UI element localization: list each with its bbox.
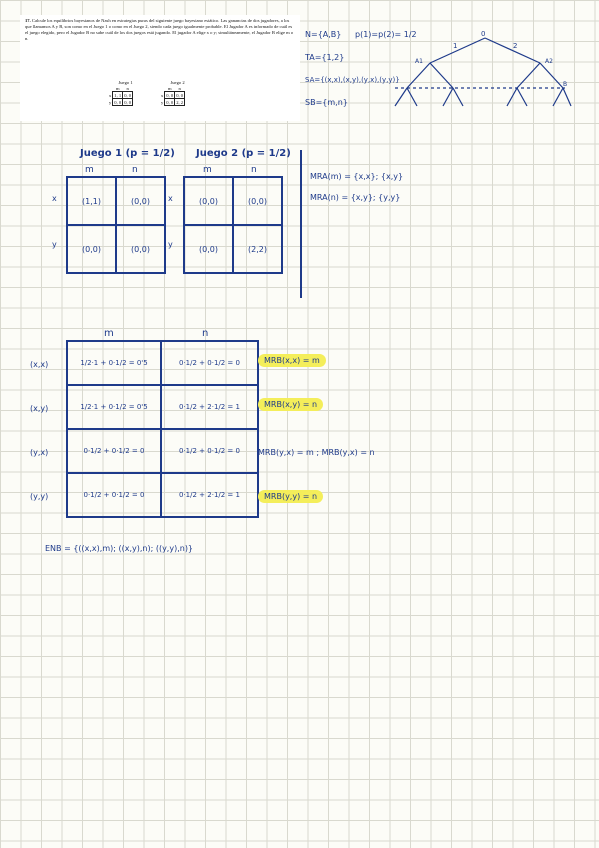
players-set: N={A,B} [305,30,342,39]
j1-cell-xm: (1,1) [66,176,117,226]
bayes-cell: 0·1/2 + 0·1/2 = 0 [66,472,162,518]
bayes-row-label: (y,y) [30,492,49,501]
game-tree: 0 1 2 A1 A2 B [394,30,572,107]
mrb-result: MRB(x,y) = n [258,398,324,411]
bayes-col-m: m [104,328,114,339]
j2-cell-xn: (0,0) [232,176,283,226]
strategies-a: SA={(x,x),(x,y),(y,x),(y,y)} [305,76,400,84]
j2-cell-ym: (0,0) [183,224,234,274]
types-set: TA={1,2} [305,53,345,62]
j2-cell-yn: (2,2) [232,224,283,274]
j2-row-y: y [168,240,173,249]
separator-line [300,150,302,298]
tree-node-a2: A2 [545,58,553,65]
bayes-row-label: (y,x) [30,448,49,457]
j2-row-x: x [168,194,173,203]
bayes-matrix: 1/2·1 + 0·1/2 = 0'5 0·1/2 + 0·1/2 = 0 1/… [66,340,259,518]
juego1-title: Juego 1 (p = 1/2) [80,148,175,159]
bayes-cell: 0·1/2 + 2·1/2 = 1 [160,384,259,430]
j1-col-m: m [85,165,94,175]
prior-probability: p(1)=p(2)= 1/2 [355,30,417,39]
tree-branch-1: 1 [453,42,457,50]
bayes-row-label: (x,x) [30,360,49,369]
j1-cell-ym: (0,0) [66,224,117,274]
bayes-cell: 1/2·1 + 0·1/2 = 0'5 [66,340,162,386]
bayes-row-label: (x,y) [30,404,49,413]
table-row: 0·1/2 + 0·1/2 = 0 0·1/2 + 0·1/2 = 0 [66,428,259,474]
j1-row-y: y [52,240,57,249]
j2-col-n: n [251,165,257,175]
j2-col-m: m [203,165,212,175]
mra-m: MRA(m) = {x,x}; {x,y} [310,172,404,181]
table-row: 1/2·1 + 0·1/2 = 0'5 0·1/2 + 0·1/2 = 0 [66,340,259,386]
juego2-matrix: (0,0)(0,0) (0,0)(2,2) [183,176,283,274]
tree-root-label: 0 [481,30,485,38]
tree-info-set: B [563,81,567,88]
bayes-cell: 0·1/2 + 0·1/2 = 0 [160,340,259,386]
j1-cell-xn: (0,0) [115,176,166,226]
tree-branch-2: 2 [513,42,517,50]
mrb-result: MRB(y,x) = m ; MRB(y,x) = n [258,448,375,457]
bayes-col-n: n [202,328,209,339]
tree-node-a1: A1 [415,58,423,65]
bayes-cell: 0·1/2 + 0·1/2 = 0 [66,428,162,474]
problem-number: 17. [25,18,31,23]
juego2-title: Juego 2 (p = 1/2) [196,148,291,159]
mrb-result: MRB(y,y) = n [258,490,324,503]
enb-result: ENB = {((x,x),m); ((x,y),n); ((y,y),n)} [45,544,194,553]
j2-cell-xm: (0,0) [183,176,234,226]
mrb-result: MRB(x,x) = m [258,354,326,367]
bayes-cell: 0·1/2 + 0·1/2 = 0 [160,428,259,474]
table-row: 0·1/2 + 0·1/2 = 0 0·1/2 + 2·1/2 = 1 [66,472,259,518]
mra-n: MRA(n) = {x,y}; {y,y} [310,193,401,202]
juego1-matrix: (1,1)(0,0) (0,0)(0,0) [66,176,166,274]
j1-cell-yn: (0,0) [115,224,166,274]
bayes-cell: 0·1/2 + 2·1/2 = 1 [160,472,259,518]
bayes-cell: 1/2·1 + 0·1/2 = 0'5 [66,384,162,430]
j1-col-n: n [132,165,138,175]
problem-text: Calcule los equilibrios bayesianos de Na… [25,18,294,41]
strategies-b: SB={m,n} [305,98,348,107]
j1-row-x: x [52,194,57,203]
problem-statement: 17. Calcule los equilibrios bayesianos d… [20,15,300,121]
table-row: 1/2·1 + 0·1/2 = 0'5 0·1/2 + 2·1/2 = 1 [66,384,259,430]
